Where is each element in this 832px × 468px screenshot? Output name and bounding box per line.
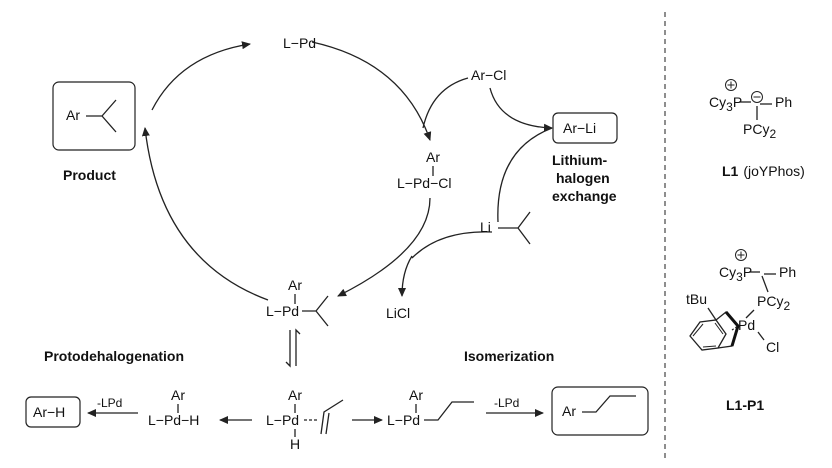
- licl-release-arrow: [398, 255, 413, 297]
- aryllithium-box: [552, 112, 618, 144]
- product-label: Product: [63, 167, 116, 183]
- l1-plus-charge-icon: [725, 79, 737, 91]
- l1-minus-charge-icon: [751, 91, 763, 103]
- oa-complex-lpdcl: L−Pd−Cl: [397, 175, 451, 191]
- tm-complex-lpd: L−Pd: [266, 303, 299, 319]
- product-box: [52, 81, 136, 151]
- protodehalogenation-loss: -LPd: [97, 396, 122, 410]
- product-isopropyl: [86, 99, 117, 133]
- l1p1-pd-p-bond: [745, 309, 755, 319]
- protodehalogenation-label: Protodehalogenation: [44, 348, 184, 364]
- l1p1-pd-cl-bond: [757, 331, 765, 341]
- oa-complex-ar: Ar: [426, 149, 440, 165]
- l1p1-plus-charge-icon: [735, 249, 747, 261]
- linear-product-ar: Ar: [562, 403, 576, 419]
- alkene-complex-ar: Ar: [288, 387, 302, 403]
- lithium-chloride: LiCl: [386, 305, 410, 321]
- isomerization-label: Isomerization: [464, 348, 554, 364]
- l1p1-name: L1-P1: [726, 397, 764, 413]
- l1p1-pcy2-bond: [761, 275, 769, 293]
- l1p1-tbu: tBu: [686, 291, 707, 307]
- aryllithium: Ar−Li: [563, 120, 596, 136]
- alkene-complex-lpd: L−Pd: [266, 412, 299, 428]
- arcl-to-arli-arrow: [489, 87, 553, 132]
- isomerization-loss: -LPd: [494, 396, 519, 410]
- equilibrium-arrow: [285, 328, 301, 368]
- l1-name: L1(joYPhos): [722, 163, 805, 179]
- arene-product: Ar−H: [33, 404, 65, 420]
- exchange-label-3: exchange: [552, 188, 617, 204]
- l1-ph: Ph: [775, 94, 792, 110]
- l1-plus-sign: [727, 81, 735, 89]
- l1p1-indenyl-ring: [689, 307, 740, 351]
- l1p1-ph: Ph: [779, 264, 796, 280]
- cycle-arc-catalyst-return: [151, 41, 251, 111]
- exchange-label-1: Lithium-: [552, 152, 608, 168]
- l1p1-pd: Pd: [738, 317, 755, 333]
- npropyl-pd: L−Pd: [387, 412, 420, 428]
- aryl-chloride: Ar−Cl: [471, 67, 506, 83]
- l1p1-cy3-label: Cy3P: [719, 264, 752, 284]
- l1p1-plus-sign: [737, 251, 745, 259]
- arcl-entry-arrow: [422, 77, 469, 129]
- exchange-label-2: halogen: [556, 170, 610, 186]
- l1-cy3-label: Cy3P: [709, 94, 742, 114]
- npropyl-chain-pd: [424, 401, 474, 421]
- pd-hydride-ar: Ar: [171, 387, 185, 403]
- alkene-complex-h: H: [290, 436, 300, 452]
- isopropyl-group-pd: [302, 295, 329, 327]
- l1p1-cl: Cl: [766, 339, 779, 355]
- iprli-entry-arrow: [411, 231, 493, 259]
- cycle-arc-transmetalation: [337, 197, 431, 297]
- arene-product-box: [25, 396, 81, 428]
- tm-complex-ar: Ar: [288, 277, 302, 293]
- l1-pcy2: PCy2: [743, 121, 776, 141]
- isopropyllithium-li: Li: [480, 219, 491, 235]
- cycle-arc-oxidative-addition: [311, 41, 432, 141]
- l1p1-pcy2: PCy2: [757, 293, 790, 313]
- propene-ligand: [320, 399, 344, 435]
- catalyst-lpd: L−Pd: [283, 35, 316, 51]
- pd-hydride: L−Pd−H: [148, 412, 199, 428]
- cycle-arc-reductive-elimination: [141, 127, 269, 301]
- iprli-to-arli-arrow: [497, 127, 553, 223]
- isopropyl-group-li: [498, 211, 531, 245]
- npropyl-pd-ar: Ar: [409, 387, 423, 403]
- linear-product-box: [551, 386, 649, 436]
- npropyl-chain-product: [582, 395, 636, 413]
- product-ar: Ar: [66, 107, 80, 123]
